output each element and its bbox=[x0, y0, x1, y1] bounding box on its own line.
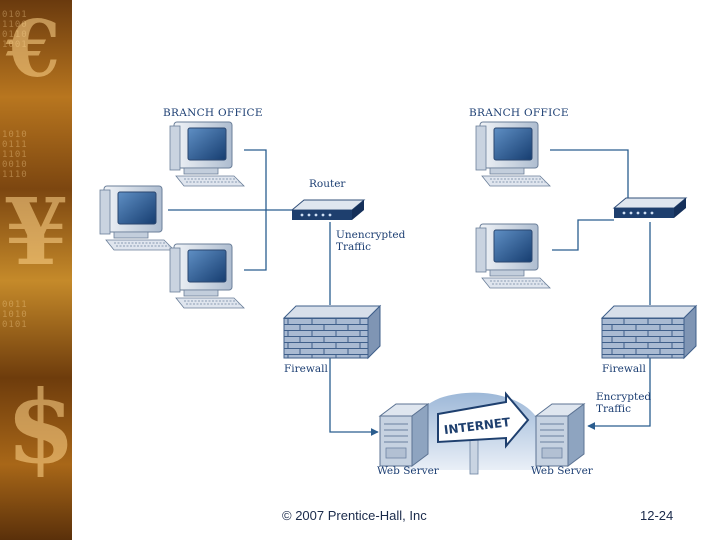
copyright-text: © 2007 Prentice-Hall, Inc bbox=[282, 508, 427, 523]
firewall-left-label: Firewall bbox=[284, 363, 328, 375]
slide-number: 12-24 bbox=[640, 508, 674, 523]
web-server-right-label: Web Server bbox=[531, 465, 594, 477]
right-branch-links bbox=[550, 149, 651, 430]
euro-icon: € bbox=[6, 4, 61, 95]
computer-icon bbox=[169, 243, 245, 309]
unencrypted-traffic-label-line1: Unencrypted bbox=[336, 229, 406, 241]
encrypted-traffic-label-line2: Traffic bbox=[596, 403, 631, 415]
computer-icon bbox=[99, 185, 175, 251]
server-icon bbox=[535, 403, 585, 467]
yen-icon: ¥ bbox=[4, 178, 69, 286]
computer-icon bbox=[475, 121, 551, 187]
firewall-icon bbox=[600, 304, 698, 360]
computer-icon bbox=[475, 223, 551, 289]
unencrypted-traffic-label-line2: Traffic bbox=[336, 241, 371, 253]
router-icon bbox=[291, 199, 365, 221]
firewall-right-label: Firewall bbox=[602, 363, 646, 375]
left-branch-links bbox=[168, 149, 379, 436]
dollar-icon: $ bbox=[6, 368, 72, 486]
encrypted-traffic-label-line1: Encrypted bbox=[596, 391, 651, 403]
router-label: Router bbox=[309, 178, 346, 190]
firewall-icon bbox=[282, 304, 382, 360]
branch-office-left-title: BRANCH OFFICE bbox=[163, 107, 263, 119]
router-icon bbox=[613, 197, 687, 219]
branch-office-right-title: BRANCH OFFICE bbox=[469, 107, 569, 119]
computer-icon bbox=[169, 121, 245, 187]
web-server-left-label: Web Server bbox=[377, 465, 440, 477]
server-icon bbox=[379, 403, 429, 467]
internet-sign-icon: INTERNET bbox=[403, 391, 546, 475]
